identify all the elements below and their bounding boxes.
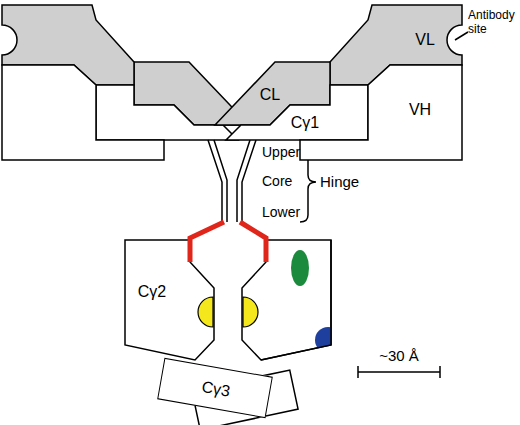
green-site bbox=[291, 250, 309, 286]
hinge-part: Core bbox=[262, 174, 292, 189]
hinge-line bbox=[242, 140, 256, 222]
scale-bar bbox=[358, 366, 440, 378]
right-cg2-domain bbox=[242, 240, 331, 360]
hinge-line bbox=[237, 140, 250, 222]
lower-hinge-red bbox=[240, 222, 266, 262]
vh-domain-shape bbox=[300, 65, 462, 160]
site-label: Antibody site bbox=[468, 8, 520, 36]
domain-label: CL bbox=[260, 86, 280, 104]
cg3-domain: Cγ3 bbox=[157, 358, 273, 418]
hinge-part: Upper bbox=[262, 145, 300, 160]
domain-label: Cγ1 bbox=[291, 114, 319, 132]
vh-domain-outline bbox=[300, 65, 462, 160]
right-cg2-outline bbox=[261, 240, 331, 360]
yellow-site bbox=[198, 297, 213, 327]
leader-line bbox=[455, 32, 468, 40]
domain-label: Cγ3 bbox=[200, 378, 231, 400]
domain-label: VH bbox=[409, 101, 431, 119]
hinge-part: Lower bbox=[262, 205, 300, 220]
lower-hinge-red bbox=[190, 222, 224, 262]
domain-label: VL bbox=[415, 31, 435, 49]
cg1-domain: Cγ1 bbox=[226, 85, 368, 140]
hinge-line bbox=[214, 140, 227, 222]
left-cg1-domain bbox=[96, 85, 238, 140]
cg2-domain-shape bbox=[125, 240, 214, 360]
blue-site bbox=[315, 327, 341, 353]
domain-label: Cγ2 bbox=[138, 283, 166, 301]
left-vh-domain bbox=[2, 65, 164, 160]
scale-label: ~30 Å bbox=[379, 348, 419, 365]
hinge-label: Hinge bbox=[320, 174, 359, 191]
cg1-domain-outline bbox=[226, 85, 368, 140]
hinge-line bbox=[208, 140, 222, 222]
cg2-domain: Cγ2 bbox=[125, 240, 214, 360]
yellow-site bbox=[243, 297, 258, 327]
vh-domain: VH bbox=[300, 65, 462, 160]
cg1-domain-shape bbox=[226, 85, 368, 140]
